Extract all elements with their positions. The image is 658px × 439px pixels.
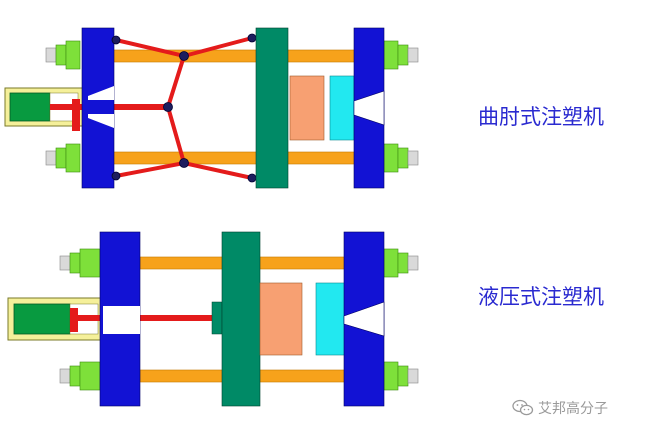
toggle-fixed-platen (353, 27, 385, 189)
toggle-tail-platen (81, 27, 115, 189)
hydraulic-machine-label: 液压式注塑机 (478, 285, 604, 309)
wechat-icon (512, 399, 534, 417)
watermark-text: 艾邦高分子 (538, 401, 608, 417)
hydraulic-mold-fixed-half (315, 282, 347, 356)
hydraulic-tie-nuts-left (59, 248, 101, 391)
toggle-machine (4, 27, 419, 189)
hydraulic-fixed-platen (343, 231, 385, 407)
hydraulic-tie-nuts-right (383, 248, 419, 391)
toggle-mold-moving-half (289, 75, 325, 141)
toggle-pivots (111, 33, 257, 183)
hydraulic-ram-block (211, 301, 223, 335)
toggle-tie-bar-upper (111, 49, 359, 63)
toggle-moving-platen (255, 27, 289, 189)
hydraulic-ram (78, 315, 218, 321)
toggle-tie-nuts-right (383, 40, 419, 173)
toggle-cylinder (4, 87, 170, 131)
toggle-mold-fixed-half (329, 75, 355, 141)
toggle-tie-bar-lower (111, 151, 359, 165)
hydraulic-mold-moving-half (259, 282, 303, 356)
hydraulic-cylinder (7, 297, 219, 341)
watermark: 艾邦高分子 (512, 398, 608, 418)
hydraulic-machine (7, 231, 419, 407)
hydraulic-rear-platen (99, 231, 141, 407)
toggle-tie-nuts-left (45, 40, 81, 173)
hydraulic-moving-platen (221, 231, 261, 407)
toggle-machine-label: 曲肘式注塑机 (478, 105, 604, 129)
